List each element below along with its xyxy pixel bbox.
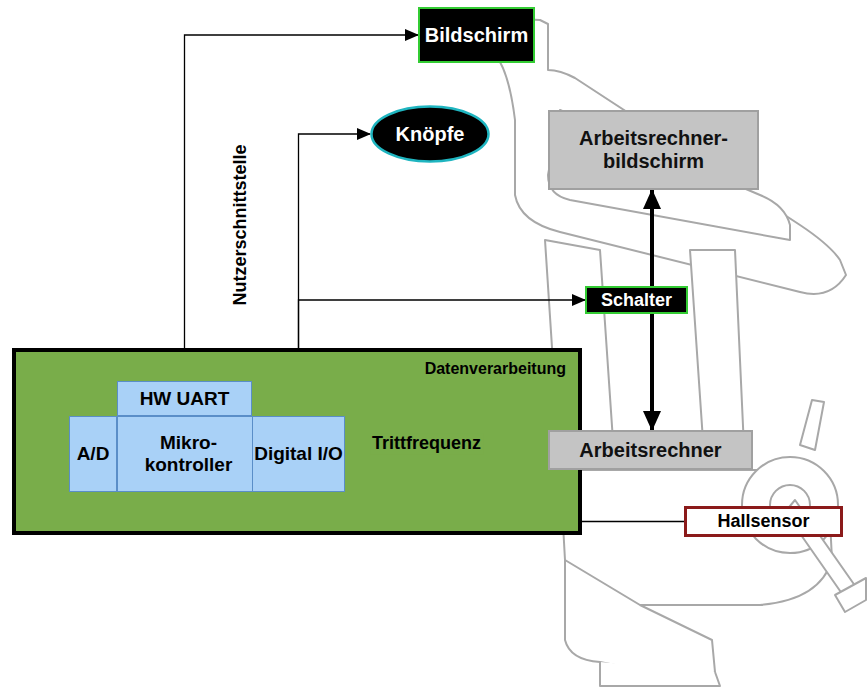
connector-arrow <box>185 35 419 381</box>
hall-sensor-box: Hallsensor <box>684 506 843 537</box>
node-label: Arbeitsrechner <box>579 439 721 462</box>
adc-block: A/D <box>69 416 117 492</box>
display-box: Bildschirm <box>418 7 535 63</box>
computer-box: Arbeitsrechner <box>548 430 753 470</box>
ellipse-shape <box>372 107 489 162</box>
node-label: Datenverarbeitung <box>425 360 566 378</box>
digital-io-block: Digital I/O <box>252 416 345 492</box>
handlebar-inner <box>548 110 790 240</box>
node-label: A/D <box>77 443 110 465</box>
node-label: HW UART <box>140 388 230 410</box>
node-label: Knöpfe <box>396 123 465 146</box>
pedal-top <box>800 400 824 450</box>
node-label: Mikro- kontroller <box>118 432 259 476</box>
interface-label: Nutzerschnittstelle <box>230 144 251 305</box>
switch-box: Schalter <box>585 286 688 314</box>
computer-screen-box: Arbeitsrechner- bildschirm <box>548 110 759 190</box>
bike-foot-edge <box>600 662 720 686</box>
uart-block: HW UART <box>117 381 252 416</box>
node-label: Schalter <box>601 290 672 311</box>
pedal <box>835 578 866 612</box>
processing-group: HW UART A/D Mikro- kontrollerDigital I/O Da… <box>12 348 582 535</box>
node-label: Hallsensor <box>717 511 809 532</box>
buttons-ellipse: Knöpfe <box>370 105 490 163</box>
node-label: Digital I/O <box>254 443 343 465</box>
microcontroller-block: Mikro- kontroller <box>117 416 260 492</box>
node-label: Bildschirm <box>425 24 528 47</box>
node-label: Arbeitsrechner- bildschirm <box>550 127 757 173</box>
bike-foot <box>565 560 715 682</box>
signal-label: Trittfrequenz <box>370 433 483 454</box>
